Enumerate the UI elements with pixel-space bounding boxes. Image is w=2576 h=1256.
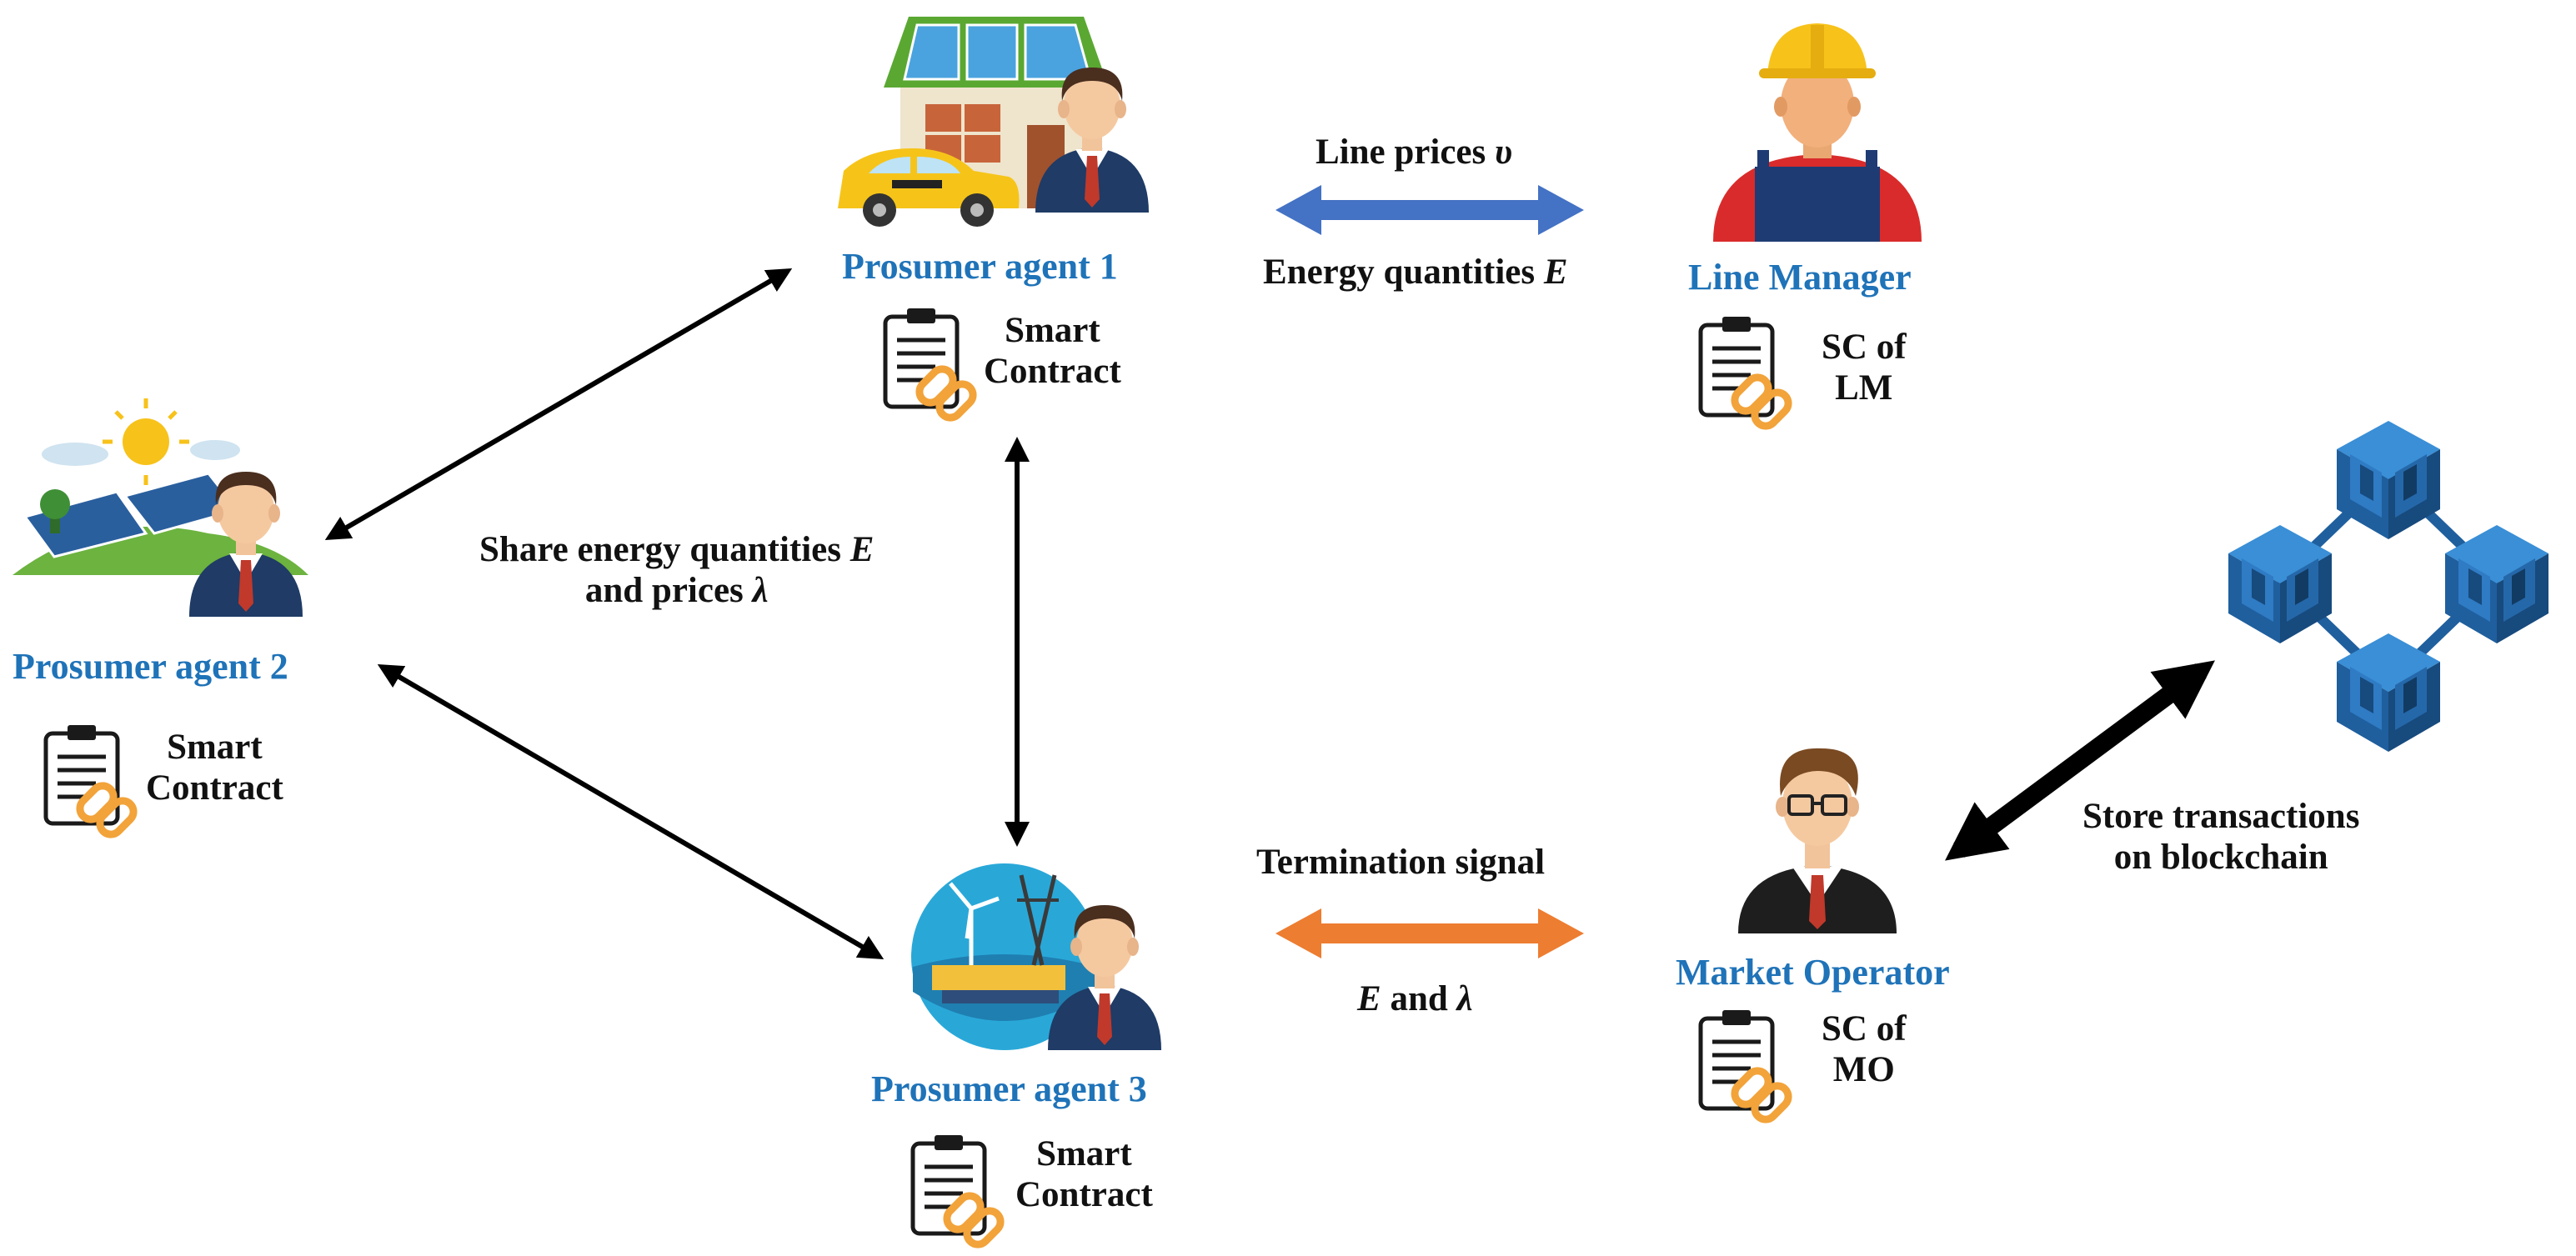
line-manager-contract: SC of LM [1822, 327, 1907, 409]
contract-line2: MO [1832, 1050, 1895, 1090]
blockchain-cubes-icon [2228, 421, 2548, 752]
store-transactions-label: Store transactions on blockchain [2082, 796, 2359, 878]
contract-line2: LM [1835, 368, 1893, 408]
smart-contract-icon-p1 [885, 308, 977, 422]
prosumer-agent-3-label: Prosumer agent 3 [871, 1068, 1147, 1109]
arrow-p1-p2 [324, 268, 793, 541]
smart-contract-icon-p3 [913, 1135, 1005, 1248]
smart-contract-icon-p2 [46, 725, 138, 838]
arrow-mo-blockchain [1945, 660, 2215, 861]
contract-line2: Contract [1015, 1175, 1153, 1215]
contract-line1: SC of [1822, 328, 1907, 367]
e-and-lambda-label: E and λ [1357, 978, 1473, 1019]
contract-line1: Smart [1005, 311, 1100, 350]
share-line2-var: λ [752, 571, 769, 611]
solar-farm-person-icon [13, 398, 308, 617]
smart-contract-icon-mo [1701, 1010, 1792, 1123]
contract-line1: SC of [1822, 1009, 1907, 1048]
share-line1-text: Share energy quantities [479, 530, 841, 569]
share-line2-text: and prices [584, 571, 744, 611]
contract-line2: Contract [984, 352, 1121, 392]
share-energy-label: Share energy quantities E and prices λ [479, 529, 874, 612]
contract-line1: Smart [1036, 1134, 1132, 1173]
line-prices-label: Line prices υ [1316, 132, 1512, 173]
arrow-p2-p3 [377, 663, 885, 960]
contract-line2: Contract [146, 768, 283, 808]
businessman-glasses-icon [1738, 748, 1897, 933]
energy-quantities-label: Energy quantities E [1263, 252, 1568, 293]
e-var: E [1357, 979, 1381, 1018]
line-prices-text: Line prices [1316, 133, 1486, 172]
arrow-p1-lm [1275, 185, 1584, 235]
store-line2: on blockchain [2113, 838, 2328, 878]
market-operator-contract: SC of MO [1822, 1008, 1907, 1091]
energy-quantities-text: Energy quantities [1263, 253, 1536, 292]
house-car-person-icon [838, 17, 1149, 227]
prosumer-agent-2-contract: Smart Contract [146, 727, 283, 809]
prosumer-agent-3-contract: Smart Contract [1015, 1133, 1153, 1216]
prosumer-agent-1-label: Prosumer agent 1 [842, 246, 1118, 287]
prosumer-agent-1-contract: Smart Contract [984, 310, 1121, 393]
store-line1: Store transactions [2082, 797, 2360, 836]
prosumer-agent-2-label: Prosumer agent 2 [13, 646, 288, 687]
worker-hardhat-icon [1713, 23, 1922, 242]
termination-signal-label: Termination signal [1256, 843, 1546, 882]
lambda-var: λ [1456, 979, 1473, 1018]
line-prices-var: υ [1494, 133, 1513, 172]
share-line1-var: E [849, 530, 875, 569]
and-text: and [1390, 979, 1448, 1018]
arrow-p3-mo [1275, 908, 1584, 958]
energy-quantities-var: E [1543, 253, 1568, 292]
smart-contract-icon-lm [1701, 317, 1792, 430]
contract-line1: Smart [167, 728, 263, 767]
line-manager-label: Line Manager [1688, 257, 1912, 298]
market-operator-label: Market Operator [1676, 952, 1950, 993]
wind-tower-person-icon [911, 863, 1161, 1050]
